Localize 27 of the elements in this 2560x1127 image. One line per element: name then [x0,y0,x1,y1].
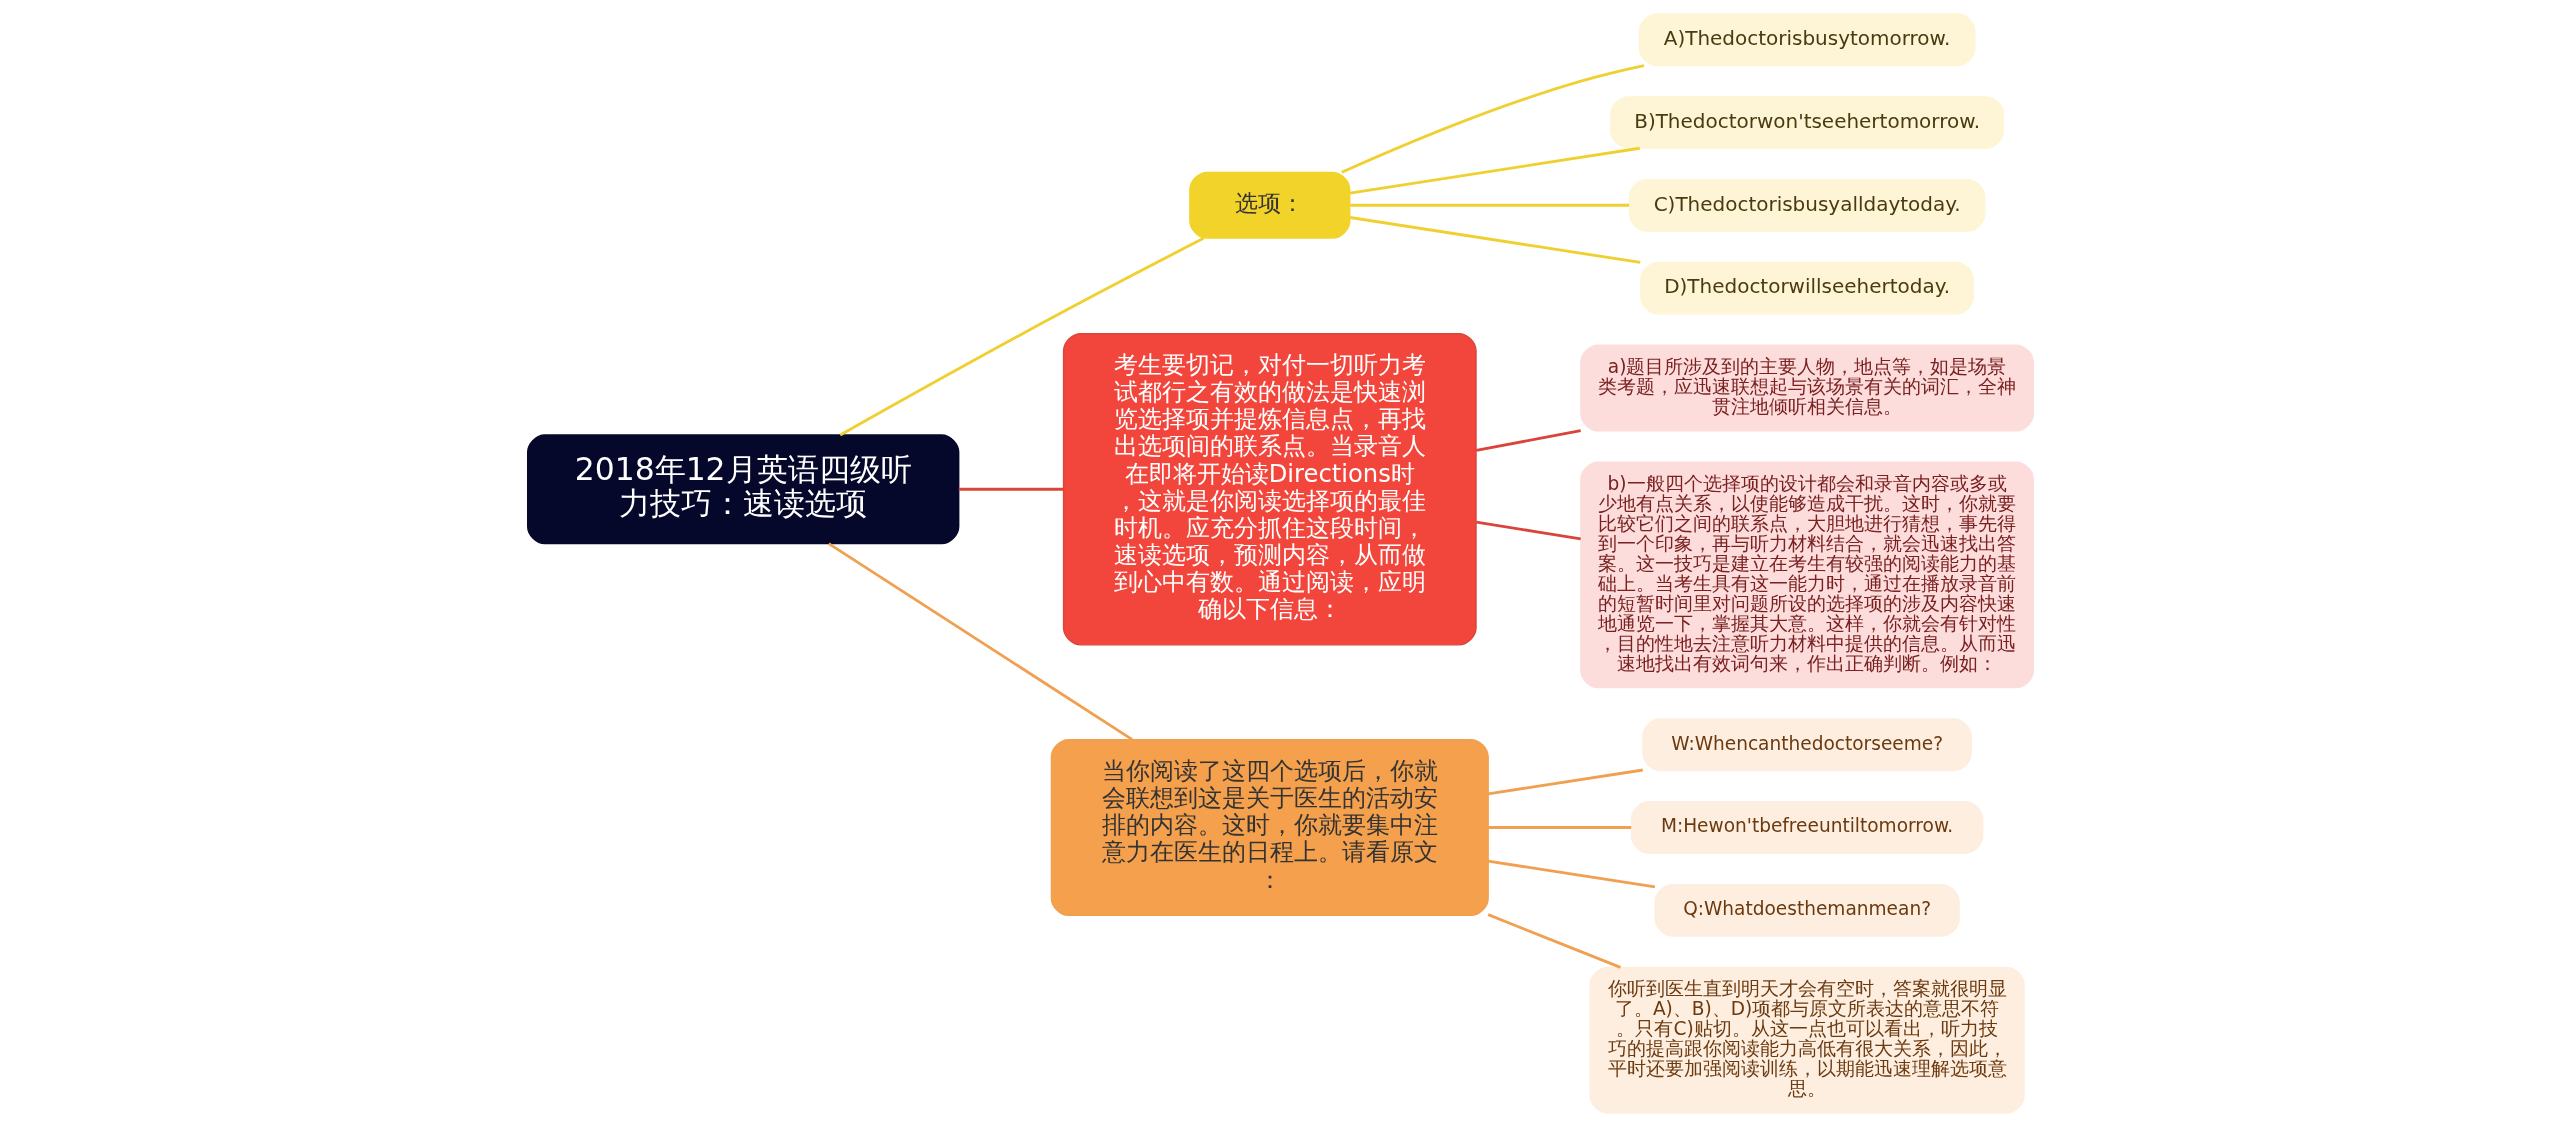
node-box: a)题目所涉及到的主要人物，地点等，如是场景类考题，应迅速联想起与该场景有关的词汇，全神贯注地倾听相关信息。 [1579,344,2034,432]
node-box: 2018年12月英语四级听力技巧：速读选项 [526,434,959,545]
connector [1340,64,1644,174]
connector [1349,203,1629,207]
node-box: 你听到医生直到明天才会有空时，答案就很明显了。A)、B)、D)项都与原文所表达的意思不符。只有C)贴切。从这一点也可以看出，听力技巧的提高跟你阅读能力高低有很大关系，因此，平时还要加强阅读训练，以期能迅速理解选项意思。 [1588,966,2025,1114]
connector [827,542,1133,741]
node-box: M:Hewon'tbefreeuntiltomorrow. [1630,801,1983,854]
node-box: W:Whencanthedoctorseeme? [1641,718,1972,772]
node-box: Q:Whatdoesthemanmean? [1653,883,1960,937]
node-box: A)Thedoctorisbusytomorrow. [1638,13,1975,67]
node-box: b)一般四个选择项的设计都会和录音内容或多或少地有点关系，以使能够造成干扰。这时，你就要比较它们之间的联系点，大胆地进行猜想，事先得到一个印象，再与听力材料结合，就会迅速找出答案。这一技巧是建立在考生有较强的阅读能力的基础上。当考生具有这一能力时，通过在播放录音前的短暂时间里对问题所设的选择项的涉及内容快速地通览一下，掌握其大意。这样，你就会有针对性，目的性地去注意听力材料中提供的信息。从而迅速地找出有效词句来，作出正确判断。例如： [1579,461,2034,689]
connector [1349,216,1640,264]
connector [1487,768,1643,796]
node-box: 当你阅读了这四个选项后，你就会联想到这是关于医生的活动安排的内容。这时，你就要集中注意力在医生的日程上。请看原文： [1050,739,1489,916]
connector [1349,146,1640,195]
node-box: B)Thedoctorwon'tseehertomorrow. [1609,96,2004,149]
connector [1475,429,1581,452]
connector [1487,913,1621,969]
node-box: 选项： [1188,171,1350,239]
connector [1487,859,1655,889]
connector [839,237,1204,437]
connector [1487,826,1631,829]
connector [958,487,1063,491]
node-box: C)Thedoctorisbusyalldaytoday. [1628,178,1985,232]
node-box: D)Thedoctorwillseehertoday. [1639,261,1974,315]
connector [1475,520,1581,541]
node-box: 考生要切记，对付一切听力考试都行之有效的做法是快速浏览选择项并提炼信息点，再找出选项间的联系点。当录音人在即将开始读Directions时，这就是你阅读选择项的最佳时机。应充分抓住这段时间，速读选项，预测内容，从而做到心中有数。通过阅读，应明确以下信息： [1062,333,1477,646]
